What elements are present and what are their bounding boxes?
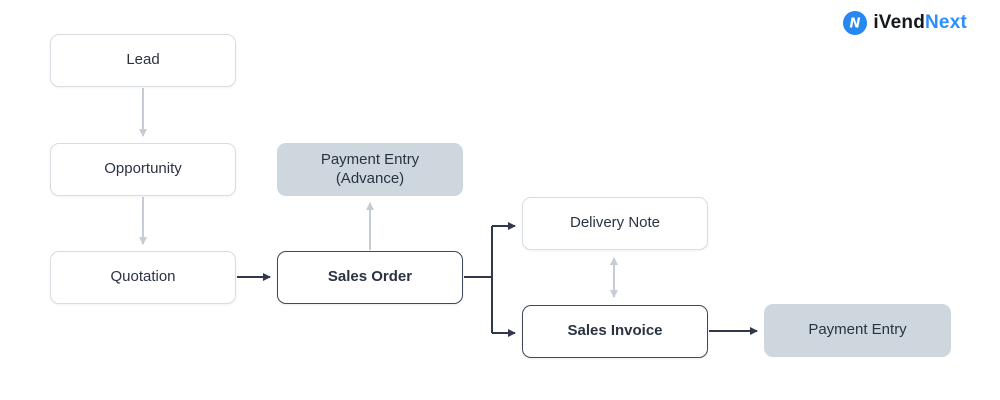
svg-text:N: N [850, 17, 861, 32]
node-delivery-note: Delivery Note [522, 197, 708, 250]
node-opportunity: Opportunity [50, 143, 236, 196]
node-lead-label: Lead [126, 51, 160, 69]
ivendnext-logo: N iVendNext [843, 11, 967, 35]
ivendnext-logo-text: iVendNext [873, 11, 967, 35]
node-lead: Lead [50, 34, 236, 87]
node-sales-order-label: Sales Order [327, 268, 413, 286]
node-sales-invoice-label: Sales Invoice [567, 322, 663, 340]
logo-text-primary: iVend [873, 12, 926, 33]
node-delivery-note-label: Delivery Note [569, 214, 661, 232]
logo-text-accent: Next [925, 12, 967, 33]
node-payment-entry: Payment Entry [764, 304, 951, 357]
node-payment-entry-advance: Payment Entry (Advance) [277, 143, 463, 196]
edge-sales-order-branch [464, 226, 493, 333]
node-payment-entry-advance-sublabel: (Advance) [335, 169, 405, 187]
ivendnext-logo-icon: N [843, 11, 868, 35]
node-payment-entry-advance-label: Payment Entry [320, 150, 420, 168]
node-payment-entry-label: Payment Entry [808, 321, 907, 339]
node-sales-invoice: Sales Invoice [522, 305, 708, 358]
node-opportunity-label: Opportunity [104, 160, 182, 178]
node-sales-order: Sales Order [277, 251, 463, 304]
node-quotation-label: Quotation [110, 268, 176, 286]
node-quotation: Quotation [50, 251, 236, 304]
